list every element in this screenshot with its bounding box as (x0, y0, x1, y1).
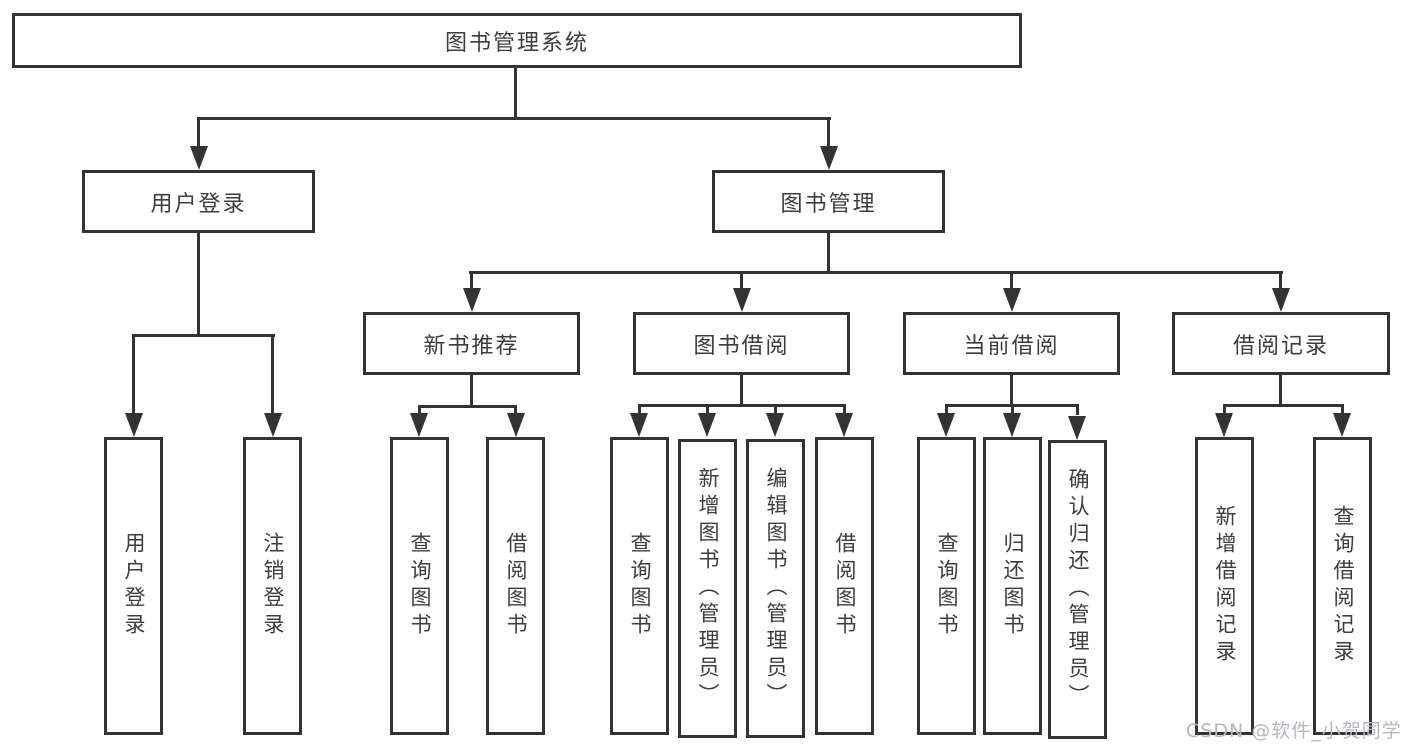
arrowhead-down-icon (937, 413, 955, 437)
connector-vline (470, 375, 473, 408)
arrowhead-down-icon (264, 413, 282, 437)
connector-vline (638, 404, 641, 415)
arrowhead-down-icon (125, 413, 143, 437)
arrowhead-down-icon (1003, 288, 1021, 312)
node-label: 查询图书 (935, 532, 959, 640)
node-label: 新书推荐 (423, 333, 520, 359)
arrowhead-down-icon (820, 146, 838, 170)
connector-vline (1341, 404, 1344, 415)
connector-vline (1076, 404, 1079, 415)
connector-vline (197, 233, 200, 336)
node-label: 用户登录 (122, 532, 146, 640)
node-book-management-group: 图书管理 (712, 170, 945, 233)
node-label: 编辑图书（管理员） (764, 467, 788, 710)
connector-vline (418, 405, 421, 415)
node-book-borrowing: 图书借阅 (633, 312, 850, 375)
node-label: 注销登录 (261, 532, 285, 640)
connector-vline (1010, 375, 1013, 406)
arrowhead-down-icon (1068, 416, 1086, 440)
node-label: 新增图书（管理员） (696, 467, 720, 710)
csdn-watermark: CSDN @软件_小贺同学 (1186, 720, 1402, 742)
leaf-recommend-borrow-books: 借阅图书 (486, 437, 545, 735)
arrowhead-down-icon (190, 146, 208, 170)
arrowhead-down-icon (766, 413, 784, 437)
leaf-logout: 注销登录 (243, 437, 302, 735)
connector-hline (469, 271, 1283, 274)
connector-vline (945, 404, 948, 415)
connector-vline (1279, 271, 1282, 293)
node-label: 借阅图书 (504, 532, 528, 640)
connector-vline (1010, 271, 1013, 293)
leaf-borrowing-edit-books-admin: 编辑图书（管理员） (746, 439, 805, 738)
leaf-records-add-record: 新增借阅记录 (1195, 437, 1254, 735)
connector-vline (1279, 375, 1282, 406)
leaf-borrowing-borrow-books: 借阅图书 (815, 437, 874, 735)
connector-vline (827, 232, 830, 273)
leaf-current-query-books: 查询图书 (917, 437, 976, 735)
node-label: 新增借阅记录 (1213, 505, 1237, 667)
node-label: 用户登录 (150, 191, 247, 217)
leaf-recommend-query-books: 查询图书 (390, 437, 449, 735)
node-label: 借阅记录 (1232, 333, 1329, 359)
node-label: 归还图书 (1001, 532, 1025, 640)
node-label: 图书管理 (780, 191, 877, 217)
arrowhead-down-icon (733, 288, 751, 312)
node-label: 图书管理系统 (444, 30, 589, 56)
connector-vline (827, 117, 830, 150)
connector-vline (740, 375, 743, 406)
node-label: 查询借阅记录 (1331, 505, 1355, 667)
node-book-management-system: 图书管理系统 (12, 13, 1022, 68)
node-new-book-recommend: 新书推荐 (363, 312, 580, 375)
arrowhead-down-icon (410, 413, 428, 437)
connector-vline (470, 271, 473, 293)
leaf-current-return-books: 归还图书 (983, 437, 1042, 735)
connector-vline (706, 404, 709, 415)
node-current-borrowing: 当前借阅 (903, 312, 1120, 375)
leaf-records-query-record: 查询借阅记录 (1313, 437, 1372, 735)
arrowhead-down-icon (507, 413, 525, 437)
node-label: 查询图书 (408, 532, 432, 640)
arrowhead-down-icon (835, 413, 853, 437)
connector-vline (271, 334, 274, 416)
arrowhead-down-icon (1215, 413, 1233, 437)
leaf-current-confirm-return-admin: 确认归还（管理员） (1048, 440, 1107, 739)
connector-hline (1223, 404, 1344, 407)
node-borrow-records: 借阅记录 (1172, 312, 1390, 375)
connector-vline (1223, 404, 1226, 415)
arrowhead-down-icon (698, 413, 716, 437)
leaf-borrowing-query-books: 查询图书 (610, 437, 669, 735)
arrowhead-down-icon (1333, 413, 1351, 437)
connector-hline (418, 405, 517, 408)
arrowhead-down-icon (463, 288, 481, 312)
node-label: 当前借阅 (963, 333, 1060, 359)
connector-hline (197, 117, 831, 120)
connector-vline (514, 405, 517, 415)
connector-vline (774, 404, 777, 415)
connector-vline (843, 404, 846, 415)
node-user-login-group: 用户登录 (82, 170, 315, 233)
node-label: 确认归还（管理员） (1066, 468, 1090, 711)
node-label: 查询图书 (628, 532, 652, 640)
connector-hline (638, 404, 846, 407)
connector-vline (514, 68, 517, 118)
arrowhead-down-icon (1272, 288, 1290, 312)
arrowhead-down-icon (1003, 413, 1021, 437)
connector-vline (132, 334, 135, 416)
leaf-borrowing-add-books-admin: 新增图书（管理员） (678, 439, 737, 738)
connector-hline (132, 334, 275, 337)
connector-vline (197, 117, 200, 150)
connector-vline (740, 271, 743, 293)
leaf-user-login: 用户登录 (104, 437, 163, 735)
node-label: 借阅图书 (833, 532, 857, 640)
arrowhead-down-icon (630, 413, 648, 437)
node-label: 图书借阅 (693, 333, 790, 359)
connector-vline (1011, 404, 1014, 415)
